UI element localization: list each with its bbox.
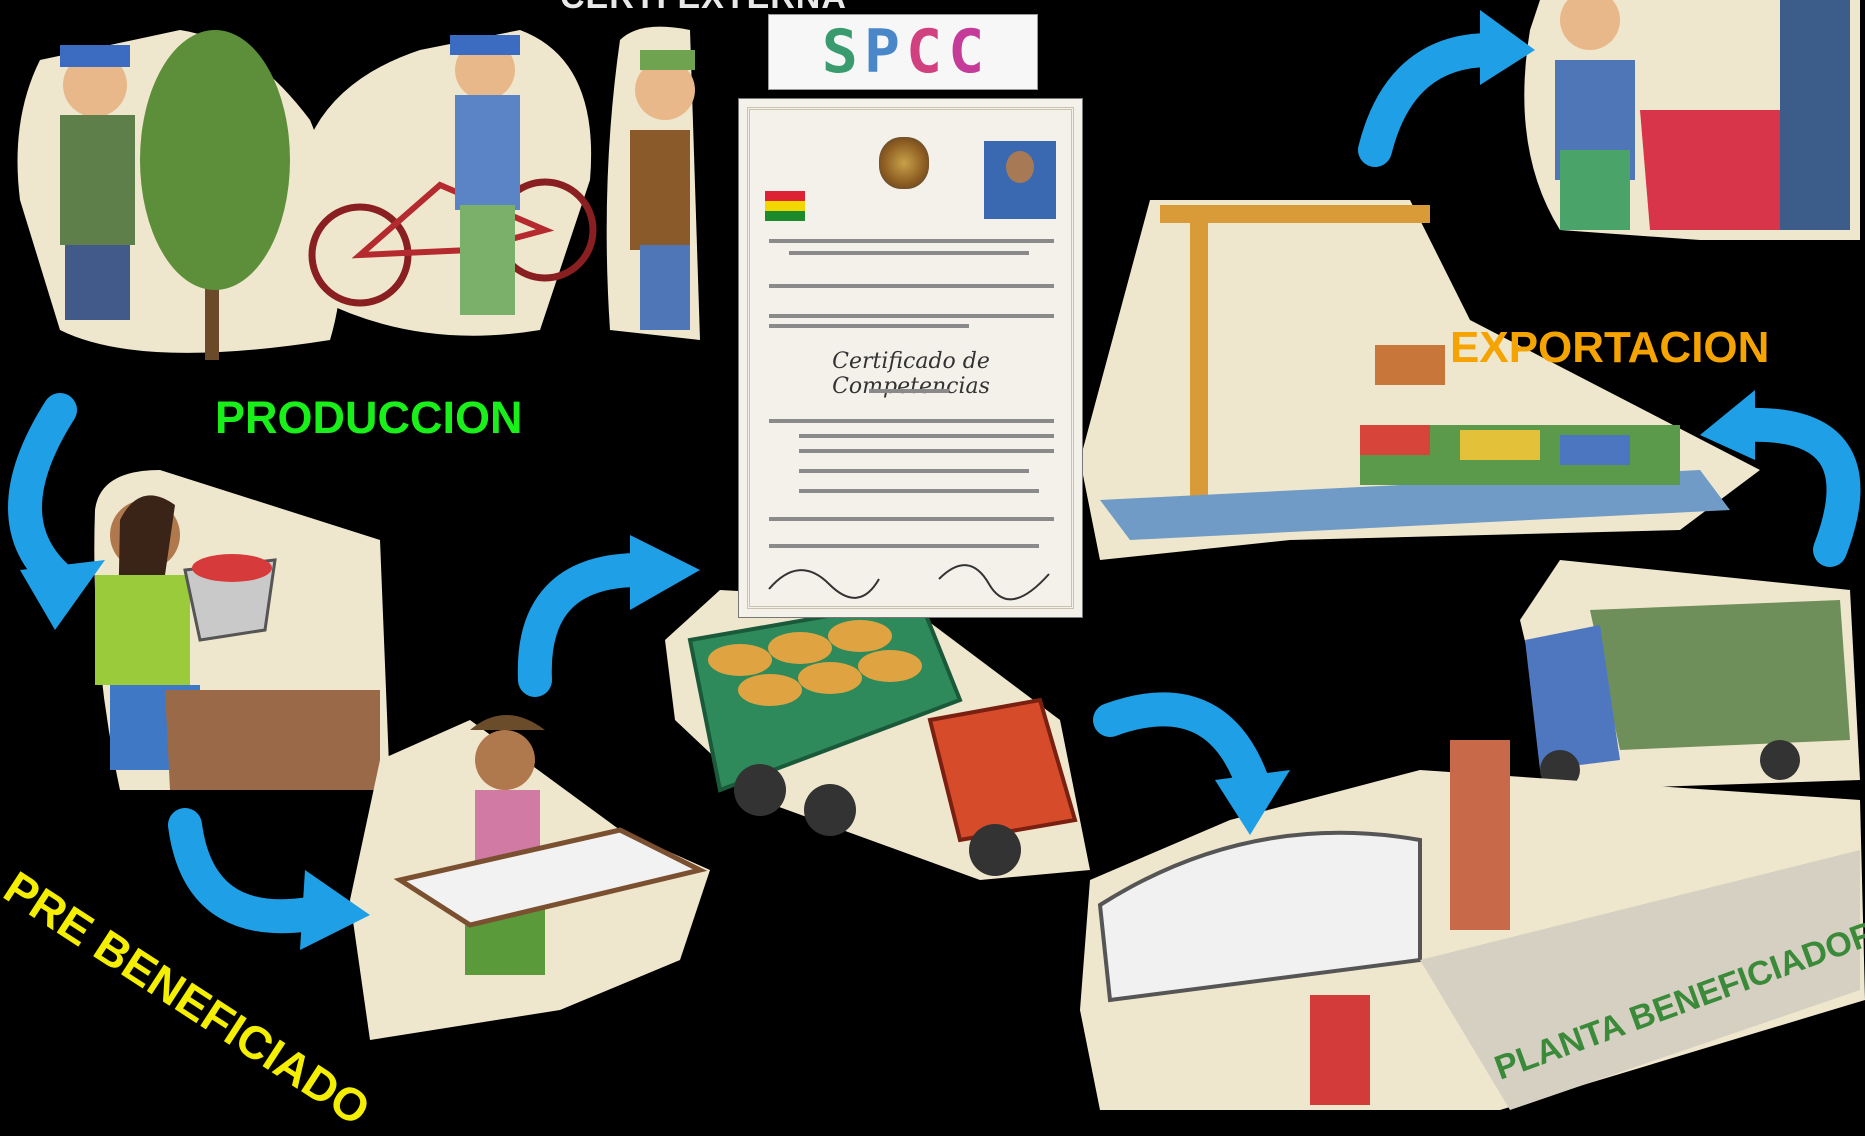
text-line — [769, 419, 1054, 423]
text-line — [769, 517, 1054, 521]
text-line — [799, 449, 1054, 453]
exportacion-label: EXPORTACION — [1450, 323, 1770, 372]
pulping-illustration — [94, 470, 391, 790]
text-line — [789, 251, 1029, 255]
port-ship-illustration — [1080, 200, 1760, 560]
competency-certificate: Certificado de Competencias — [738, 98, 1083, 618]
truck-loaded-illustration — [665, 590, 1090, 880]
arrow-drying-to-truck — [517, 553, 657, 697]
drying-bed-illustration — [350, 715, 710, 1040]
farmer-harvesting-illustration — [17, 30, 342, 360]
text-line — [799, 489, 1039, 493]
text-line — [799, 469, 1029, 473]
arrow-truck-to-port — [1728, 407, 1861, 567]
processing-plant-illustration: PLANTA BENEFICIADORA — [1080, 740, 1865, 1110]
text-line — [769, 284, 1054, 288]
inspectors-bicycle-illustration — [305, 30, 597, 336]
arrow-produccion-to-pulping — [8, 393, 77, 597]
text-line — [799, 434, 1054, 438]
coat-of-arms-icon — [879, 137, 929, 189]
truck-transport-illustration — [1520, 560, 1860, 790]
logo-letter: C — [948, 17, 985, 87]
bolivia-flag-icon — [765, 191, 805, 221]
text-line — [769, 544, 1039, 548]
text-line — [769, 324, 969, 328]
text-line — [769, 314, 1054, 318]
holder-photo — [984, 141, 1056, 219]
spcc-logo: S P C C — [768, 14, 1038, 90]
coffee-consumer-illustration — [1524, 0, 1860, 240]
arrow-heads — [20, 10, 1755, 950]
logo-letter: C — [906, 17, 943, 87]
certification-label: CERTI EXTERNA — [560, 0, 847, 17]
inspector-clipboard-illustration — [606, 26, 700, 341]
logo-letter: S — [821, 17, 858, 87]
certificate-border — [747, 107, 1074, 609]
signatures — [768, 564, 1050, 601]
logo-letter: P — [863, 17, 900, 87]
arrow-truck-to-plant — [1093, 692, 1272, 807]
flow-arrows — [8, 33, 1861, 934]
arrow-pulping-to-drying — [168, 808, 347, 934]
produccion-label: PRODUCCION — [215, 392, 523, 443]
arrow-port-to-consumer — [1358, 33, 1507, 167]
text-line — [869, 389, 949, 393]
text-line — [769, 239, 1054, 243]
certificate-title: Certificado de Competencias — [832, 349, 990, 399]
